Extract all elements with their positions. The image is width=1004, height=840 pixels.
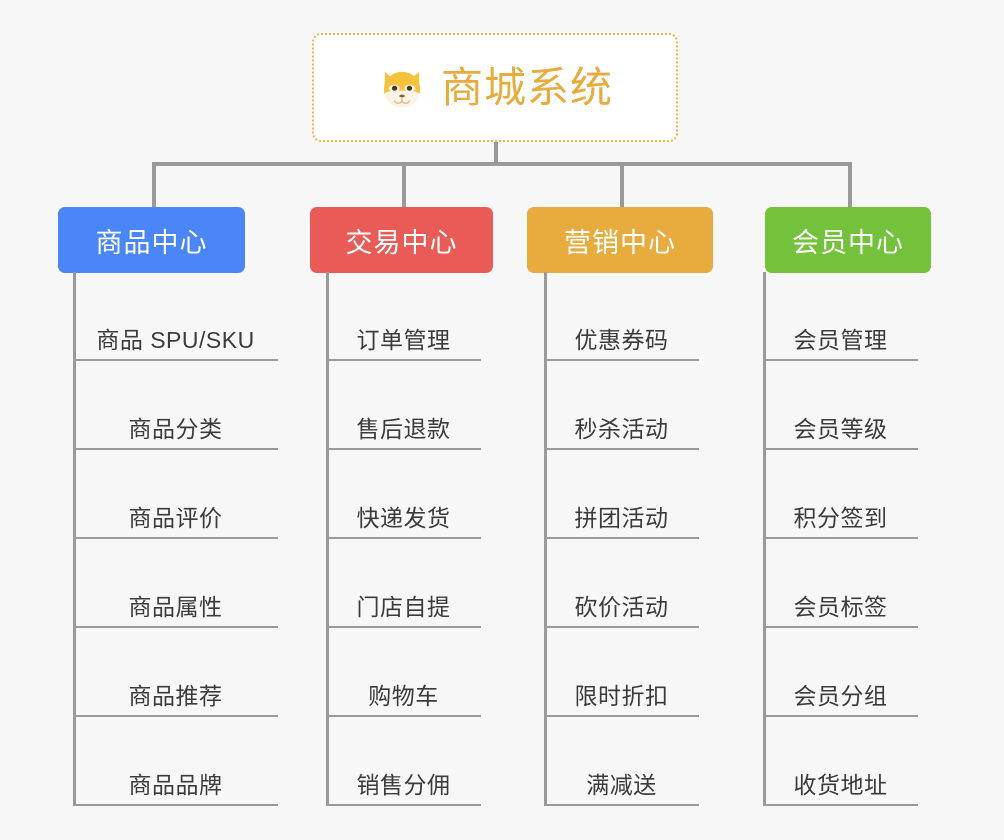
leaf-item-label: 购物车: [368, 683, 439, 710]
leaf-item[interactable]: 商品推荐: [73, 628, 278, 717]
category-box-member-center[interactable]: 会员中心: [765, 207, 931, 273]
root-node-商城系统[interactable]: 商城系统: [312, 33, 678, 142]
leaf-item-label: 满减送: [586, 772, 657, 799]
leaf-item[interactable]: 积分签到: [763, 450, 918, 539]
leaf-item-label: 积分签到: [793, 505, 888, 532]
leaf-item-label: 销售分佣: [356, 772, 451, 799]
leaf-item[interactable]: 满减送: [544, 717, 699, 806]
leaf-item[interactable]: 会员标签: [763, 539, 918, 628]
root-title: 商城系统: [440, 63, 613, 111]
connector-drop-product-center: [152, 162, 156, 209]
leaf-item[interactable]: 会员分组: [763, 628, 918, 717]
leaf-item[interactable]: 商品属性: [73, 539, 278, 628]
leaf-item-label: 秒杀活动: [574, 416, 669, 443]
leaf-item-label: 商品评价: [128, 505, 223, 532]
category-label: 会员中心: [792, 227, 904, 258]
leaf-item-label: 收货地址: [793, 772, 888, 799]
leaf-item-label: 快递发货: [356, 505, 451, 532]
leaf-item[interactable]: 秒杀活动: [544, 361, 699, 450]
leaf-item[interactable]: 商品评价: [73, 450, 278, 539]
leaf-item-label: 商品推荐: [128, 683, 223, 710]
leaf-item-label: 会员标签: [793, 594, 888, 621]
leaf-item-label: 商品属性: [128, 594, 223, 621]
category-label: 商品中心: [95, 227, 208, 258]
leaf-item[interactable]: 门店自提: [326, 539, 481, 628]
leaf-item[interactable]: 拼团活动: [544, 450, 699, 539]
leaf-item-label: 订单管理: [356, 327, 451, 354]
leaf-item[interactable]: 限时折扣: [544, 628, 699, 717]
category-label: 营销中心: [564, 227, 676, 258]
category-box-marketing-center[interactable]: 营销中心: [527, 207, 713, 273]
column-spine: [544, 272, 547, 806]
leaf-item-label: 限时折扣: [574, 683, 669, 710]
leaf-item[interactable]: 商品分类: [73, 361, 278, 450]
leaf-item-label: 售后退款: [356, 416, 451, 443]
leaf-item[interactable]: 销售分佣: [326, 717, 481, 806]
leaf-item-label: 优惠券码: [574, 327, 669, 354]
leaf-item[interactable]: 会员等级: [763, 361, 918, 450]
leaf-item[interactable]: 优惠券码: [544, 272, 699, 361]
leaf-item-label: 会员等级: [793, 416, 888, 443]
leaf-item-label: 砍价活动: [574, 594, 669, 621]
category-label: 交易中心: [345, 227, 458, 258]
connector-drop-member-center: [848, 162, 852, 209]
leaf-item-label: 拼团活动: [574, 505, 669, 532]
leaf-item[interactable]: 砍价活动: [544, 539, 699, 628]
leaf-item[interactable]: 购物车: [326, 628, 481, 717]
leaf-item[interactable]: 售后退款: [326, 361, 481, 450]
category-box-trade-center[interactable]: 交易中心: [310, 207, 493, 273]
category-box-product-center[interactable]: 商品中心: [58, 207, 245, 273]
leaf-item-label: 商品 SPU/SKU: [96, 327, 255, 354]
leaf-item[interactable]: 快递发货: [326, 450, 481, 539]
connector-bus: [152, 162, 852, 166]
connector-root-stem: [494, 142, 498, 166]
leaf-item-label: 会员分组: [793, 683, 888, 710]
dog-face-icon: [377, 64, 427, 114]
leaf-item-label: 门店自提: [356, 594, 451, 621]
column-spine: [73, 272, 76, 806]
leaf-item-label: 商品品牌: [128, 772, 223, 799]
leaf-item[interactable]: 订单管理: [326, 272, 481, 361]
leaf-item-label: 商品分类: [128, 416, 223, 443]
leaf-item[interactable]: 商品品牌: [73, 717, 278, 806]
leaf-item[interactable]: 收货地址: [763, 717, 918, 806]
column-spine: [326, 272, 329, 806]
leaf-item[interactable]: 商品 SPU/SKU: [73, 272, 278, 361]
leaf-item[interactable]: 会员管理: [763, 272, 918, 361]
connector-drop-marketing-center: [620, 162, 624, 209]
leaf-item-label: 会员管理: [793, 327, 888, 354]
column-spine: [763, 272, 766, 806]
connector-drop-trade-center: [402, 162, 406, 209]
